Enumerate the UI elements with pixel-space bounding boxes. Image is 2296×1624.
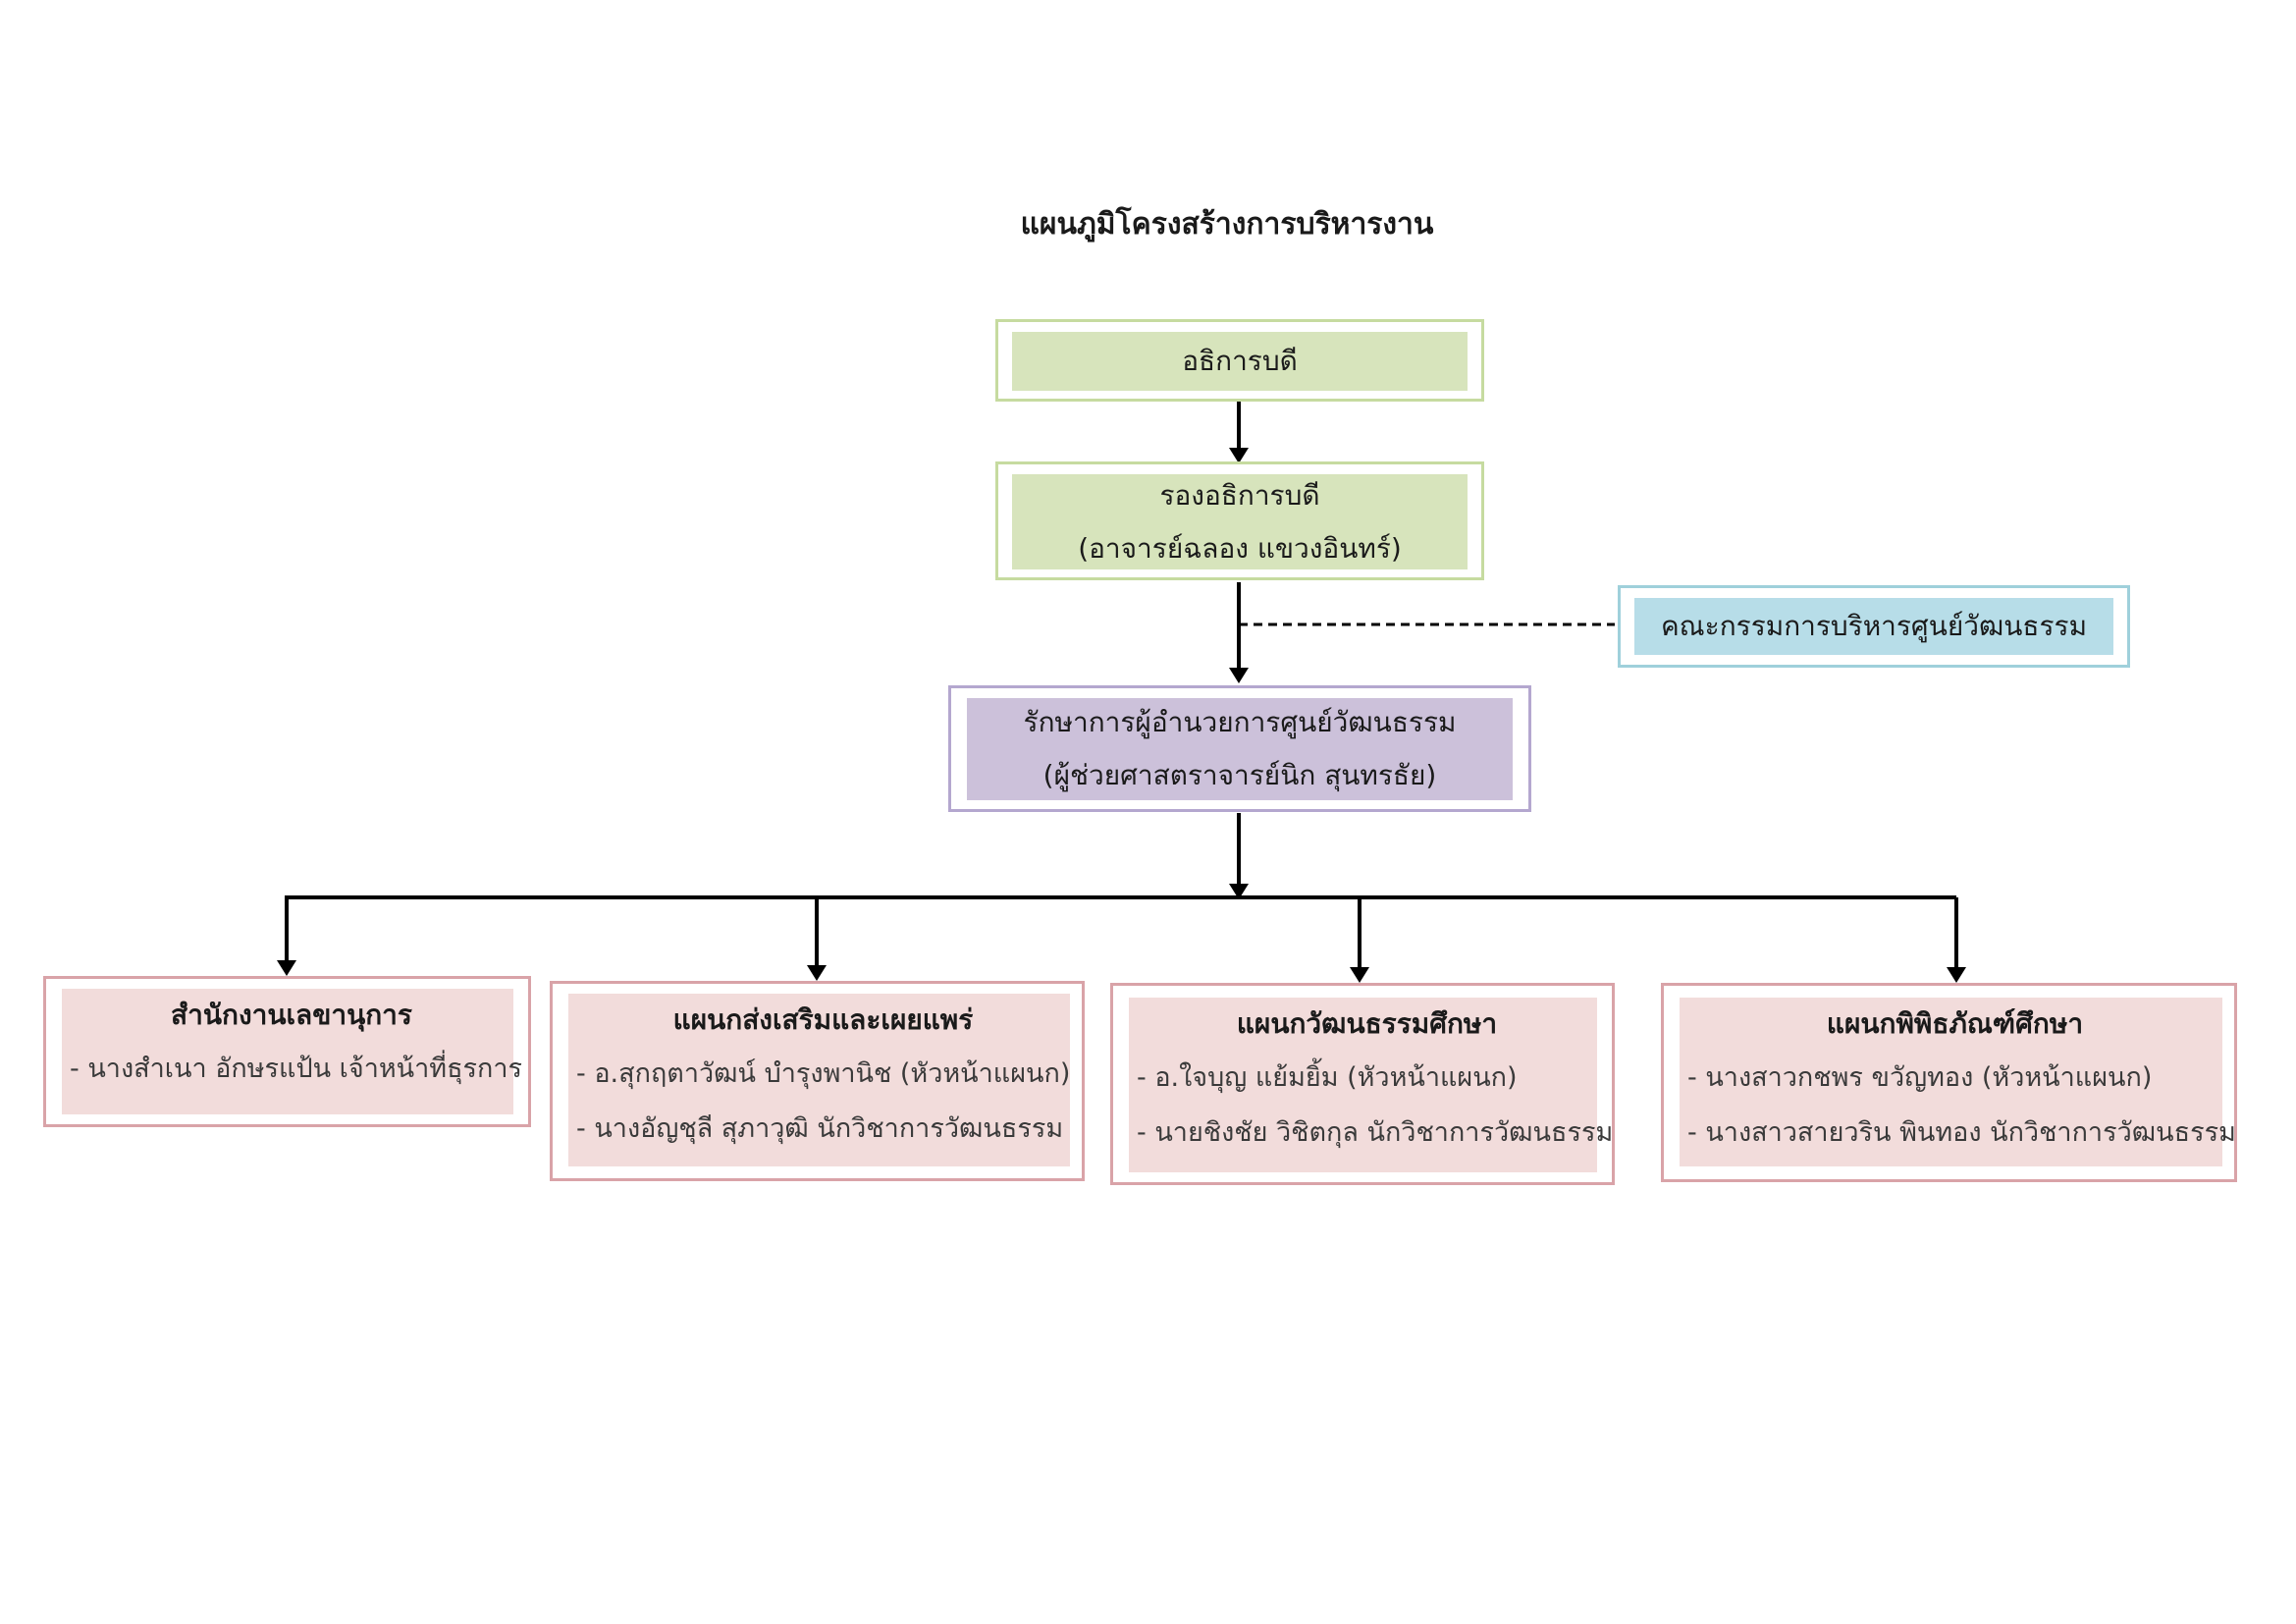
arrowhead-dept-3 — [1350, 967, 1369, 983]
department-box-secretariat: สำนักงานเลขานุการ - นางสำเนา อักษรแป้น เ… — [43, 976, 531, 1127]
vice-president-name: (อาจารย์ฉลอง แขวงอินทร์) — [1078, 531, 1402, 565]
arrowhead-dept-1 — [277, 960, 296, 976]
vice-president-position: รองอธิการบดี — [1159, 478, 1320, 512]
department-title: แผนกวัฒนธรรมศึกษา — [1236, 1007, 1498, 1040]
arrowhead-director — [1229, 668, 1249, 683]
department-box-museum-studies: แผนกพิพิธภัณฑ์ศึกษา - นางสาวกชพร ขวัญทอง… — [1661, 983, 2237, 1182]
department-title: แผนกพิพิธภัณฑ์ศึกษา — [1826, 1007, 2084, 1040]
arrowhead-vice — [1229, 448, 1249, 463]
department-title: สำนักงานเลขานุการ — [171, 999, 412, 1031]
arrowhead-dept-4 — [1947, 967, 1966, 983]
vice-president-box: รองอธิการบดี (อาจารย์ฉลอง แขวงอินทร์) — [995, 461, 1484, 580]
department-member: - นางอัญชุลี สุภาวุฒิ นักวิชาการวัฒนธรรม — [576, 1113, 1064, 1144]
department-member: - นายชิงชัย วิชิตกุล นักวิชาการวัฒนธรรม — [1137, 1117, 1614, 1148]
committee-label: คณะกรรมการบริหารศูนย์วัฒนธรรม — [1660, 610, 2088, 642]
department-member: - นางสาวสายวริน พินทอง นักวิชาการวัฒนธรร… — [1687, 1117, 2236, 1148]
director-box: รักษาการผู้อำนวยการศูนย์วัฒนธรรม (ผู้ช่ว… — [948, 685, 1531, 812]
committee-box: คณะกรรมการบริหารศูนย์วัฒนธรรม — [1618, 585, 2130, 668]
department-member: - นางสำเนา อักษรแป้น เจ้าหน้าที่ธุรการ — [70, 1054, 523, 1084]
department-box-culture-studies: แผนกวัฒนธรรมศึกษา - อ.ใจบุญ แย้มยิ้ม (หั… — [1110, 983, 1615, 1185]
president-label: อธิการบดี — [1182, 345, 1298, 377]
chart-title: แผนภูมิโครงสร้างการบริหารงาน — [1020, 207, 1434, 242]
department-box-promotion: แผนกส่งเสริมและเผยแพร่ - อ.สุกฤตาวัฒน์ บ… — [550, 981, 1085, 1181]
director-position: รักษาการผู้อำนวยการศูนย์วัฒนธรรม — [1023, 706, 1457, 738]
arrowhead-dept-2 — [807, 965, 827, 981]
department-title: แผนกส่งเสริมและเผยแพร่ — [672, 1003, 974, 1036]
director-name: (ผู้ช่วยศาสตราจารย์นิก สุนทรธัย) — [1042, 759, 1437, 791]
department-member: - นางสาวกชพร ขวัญทอง (หัวหน้าแผนก) — [1687, 1062, 2153, 1093]
arrowhead-bus — [1229, 884, 1249, 899]
president-box: อธิการบดี — [995, 319, 1484, 402]
department-member: - อ.ใจบุญ แย้มยิ้ม (หัวหน้าแผนก) — [1137, 1062, 1518, 1093]
department-member: - อ.สุกฤตาวัฒน์ บำรุงพานิช (หัวหน้าแผนก) — [576, 1058, 1071, 1089]
